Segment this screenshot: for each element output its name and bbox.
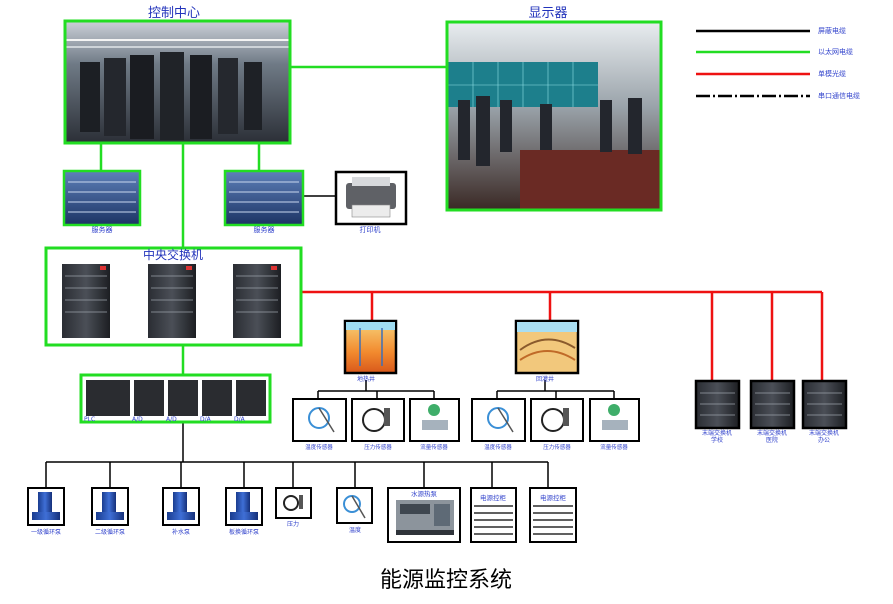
svg-text:学校: 学校 — [711, 436, 723, 444]
legend-shielded-cable: 屏蔽电缆 — [696, 26, 846, 35]
legend-serial-cable: 串口通信电缆 — [696, 91, 860, 100]
svg-text:压力: 压力 — [287, 520, 299, 528]
datacenter-racks — [66, 39, 289, 140]
svg-text:末端交换机: 末端交换机 — [702, 429, 732, 437]
svg-text:以太网电缆: 以太网电缆 — [818, 47, 853, 56]
heat-source-well: 地热井 — [343, 319, 398, 383]
control-center: 控制中心 — [63, 6, 292, 145]
sensors-recharge: 温度传感器 压力传感器 流量传感器 — [471, 398, 640, 451]
ethernet-links — [99, 65, 447, 376]
svg-text:医院: 医院 — [766, 436, 778, 444]
recharge-label: 回灌井 — [536, 375, 554, 383]
recharge-well: 回灌井 — [514, 319, 580, 383]
svg-text:单模光缆: 单模光缆 — [818, 69, 846, 78]
diagram-caption: 能源监控系统 — [380, 568, 512, 593]
meeting-table — [520, 150, 660, 209]
power-control-cabinet-2: 电源控柜 — [529, 487, 577, 543]
sensors-heat: 温度传感器 压力传感器 流量传感器 — [292, 398, 460, 451]
control-center-frame — [63, 19, 292, 145]
terminal-switch-hospital: 末端交换机 医院 — [749, 379, 796, 444]
svg-text:温度: 温度 — [349, 526, 361, 534]
printer-icon — [346, 177, 396, 218]
heat-source-label: 地热井 — [357, 375, 375, 383]
central-switch-title: 中央交换机 — [143, 247, 203, 262]
pressure-sensor-heat: 压力传感器 — [351, 398, 405, 451]
svg-text:电源控柜: 电源控柜 — [540, 493, 567, 502]
terminal-switch-office: 末端交换机 办公 — [801, 379, 848, 444]
display-monitor: 显示器 — [445, 6, 663, 212]
temperature-probe: 温度 — [336, 487, 373, 534]
terminal-switch-school: 末端交换机 学校 — [694, 379, 741, 444]
printer-label: 打印机 — [360, 225, 381, 234]
svg-text:流量传感器: 流量传感器 — [420, 443, 448, 451]
temperature-sensor-recharge: 温度传感器 — [471, 398, 526, 451]
plc-label-4: D/A — [234, 416, 246, 423]
svg-text:水源热泵: 水源热泵 — [411, 489, 438, 498]
server-1-label: 服务器 — [92, 225, 113, 234]
fiber-links — [302, 290, 824, 381]
svg-text:流量传感器: 流量传感器 — [600, 443, 628, 451]
pressure-gauge: 压力 — [275, 487, 312, 528]
control-center-title: 控制中心 — [148, 6, 200, 21]
legend: 屏蔽电缆 以太网电缆 单模光缆 串口通信电缆 — [696, 26, 860, 100]
plc-label-1: A/D — [132, 416, 143, 423]
switch-chassis-1 — [62, 264, 110, 338]
svg-text:二级循环泵: 二级循环泵 — [95, 528, 125, 536]
server-2: 服务器 — [223, 169, 305, 234]
temperature-sensor-heat: 温度传感器 — [292, 398, 347, 451]
svg-text:压力传感器: 压力传感器 — [543, 443, 571, 451]
plc-group: PLC A/D A/D D/A D/A — [79, 373, 272, 424]
plc-label-0: PLC — [84, 416, 95, 423]
svg-text:末端交换机: 末端交换机 — [757, 429, 787, 437]
flow-sensor-heat: 流量传感器 — [409, 398, 460, 451]
pump-plate-exchanger: 板换循环泵 — [225, 487, 263, 536]
field-devices: 一级循环泵 二级循环泵 补水泵 板换循环泵 压力 — [27, 487, 577, 543]
water-source-heat-pump: 水源热泵 — [387, 487, 461, 543]
display-frame — [445, 20, 663, 212]
switch-chassis-3 — [233, 264, 281, 338]
legend-ethernet-cable: 以太网电缆 — [696, 47, 853, 56]
svg-text:温度传感器: 温度传感器 — [484, 443, 512, 451]
pump-makeup: 补水泵 — [162, 487, 200, 536]
power-control-cabinet-1: 电源控柜 — [470, 487, 517, 543]
svg-text:一级循环泵: 一级循环泵 — [31, 528, 61, 536]
svg-text:补水泵: 补水泵 — [172, 528, 190, 536]
legend-singlemode-fiber: 单模光缆 — [696, 69, 846, 78]
printer: 打印机 — [334, 170, 408, 234]
svg-text:末端交换机: 末端交换机 — [809, 429, 839, 437]
plc-label-2: A/D — [166, 416, 177, 423]
switch-chassis-2 — [148, 264, 196, 338]
terminal-switches: 末端交换机 学校 末端交换机 医院 末端交换机 办公 — [694, 379, 848, 444]
svg-text:板换循环泵: 板换循环泵 — [229, 528, 259, 536]
pump-primary: 一级循环泵 — [27, 487, 65, 536]
people — [458, 96, 642, 166]
svg-text:温度传感器: 温度传感器 — [305, 443, 333, 451]
plc-modules — [86, 380, 266, 416]
svg-text:电源控柜: 电源控柜 — [480, 493, 507, 502]
sensor-bus-links — [317, 380, 615, 399]
svg-text:串口通信电缆: 串口通信电缆 — [818, 91, 860, 100]
svg-text:屏蔽电缆: 屏蔽电缆 — [818, 26, 846, 35]
pressure-sensor-recharge: 压力传感器 — [530, 398, 584, 451]
server-2-label: 服务器 — [254, 225, 275, 234]
server-1: 服务器 — [62, 169, 142, 234]
plc-label-3: D/A — [200, 416, 212, 423]
display-title: 显示器 — [528, 6, 567, 21]
svg-text:办公: 办公 — [818, 436, 830, 444]
flow-sensor-recharge: 流量传感器 — [589, 398, 640, 451]
central-switch: 中央交换机 — [44, 246, 303, 347]
pump-secondary: 二级循环泵 — [91, 487, 129, 536]
field-bus-links — [45, 423, 549, 488]
svg-text:压力传感器: 压力传感器 — [364, 443, 392, 451]
